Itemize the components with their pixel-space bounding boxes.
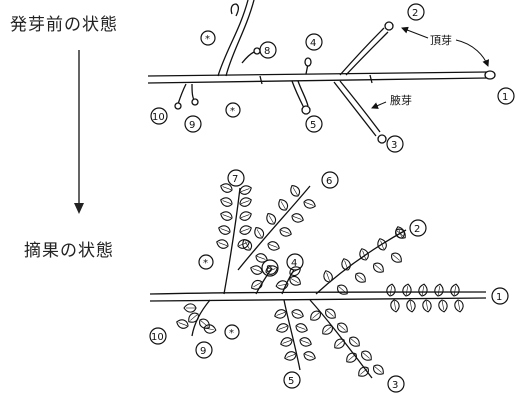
before-star-1: * — [200, 30, 216, 46]
svg-text:頂芽: 頂芽 — [430, 33, 452, 47]
before-num-3: 3 — [386, 135, 404, 153]
svg-text:4: 4 — [291, 258, 297, 269]
after-branch-diagram — [149, 185, 487, 379]
after-leaves — [174, 181, 465, 380]
before-num-5: 5 — [305, 115, 323, 133]
after-num-7: 7 — [227, 169, 245, 187]
bud-2 — [384, 21, 394, 31]
svg-text:1: 1 — [496, 292, 502, 303]
before-branch-diagram — [147, 0, 488, 137]
before-num-9: 9 — [184, 115, 202, 133]
after-num-10: 10 — [149, 327, 167, 345]
svg-text:*: * — [229, 328, 234, 339]
before-num-2: 2 — [407, 3, 425, 21]
before-state-label: 発芽前の状態 — [10, 15, 118, 35]
after-num-6: 6 — [321, 171, 339, 189]
svg-text:3: 3 — [391, 140, 397, 151]
before-number-labels: 1 2 3 4 5 8 9 10 * * — [150, 3, 515, 153]
state-transition-arrow — [74, 50, 84, 214]
svg-text:9: 9 — [200, 346, 206, 357]
after-state-label: 摘果の状態 — [24, 241, 114, 261]
after-num-1: 1 — [491, 287, 509, 305]
svg-text:10: 10 — [152, 112, 165, 123]
svg-text:*: * — [203, 258, 208, 269]
bud-9 — [191, 98, 199, 106]
svg-text:5: 5 — [310, 120, 316, 131]
after-num-2: 2 — [409, 219, 427, 237]
bud-3 — [377, 134, 387, 144]
after-num-8: 8 — [261, 259, 279, 277]
before-num-4: 4 — [305, 33, 323, 51]
bud-4 — [304, 57, 312, 67]
terminal-bud-annotation: 頂芽 — [401, 26, 490, 67]
svg-text:6: 6 — [326, 176, 332, 187]
after-num-5: 5 — [283, 371, 301, 389]
before-num-1: 1 — [497, 87, 515, 105]
svg-text:*: * — [205, 34, 210, 45]
svg-text:1: 1 — [502, 92, 508, 103]
axillary-bud-annotation: 腋芽 — [371, 93, 412, 109]
bud-1-terminal — [484, 70, 496, 80]
svg-text:4: 4 — [310, 38, 316, 49]
after-star-2: * — [224, 324, 240, 340]
after-num-4: 4 — [286, 253, 304, 271]
svg-text:3: 3 — [392, 380, 398, 391]
after-num-3: 3 — [387, 375, 405, 393]
before-num-10: 10 — [150, 107, 168, 125]
svg-text:2: 2 — [414, 224, 420, 235]
svg-text:8: 8 — [266, 264, 272, 275]
svg-text:8: 8 — [264, 46, 270, 57]
before-star-2: * — [225, 102, 241, 118]
svg-text:5: 5 — [288, 376, 294, 387]
after-number-labels: 1 2 3 4 5 6 7 8 9 10 * * — [149, 169, 509, 393]
svg-text:10: 10 — [151, 332, 164, 343]
svg-text:2: 2 — [412, 8, 418, 19]
after-num-9: 9 — [195, 341, 213, 359]
svg-text:*: * — [230, 106, 235, 117]
before-num-8: 8 — [259, 41, 277, 59]
svg-text:7: 7 — [232, 174, 238, 185]
bud-5 — [301, 105, 311, 115]
svg-text:腋芽: 腋芽 — [390, 93, 412, 107]
bud-8 — [253, 47, 261, 55]
after-star-1: * — [198, 254, 214, 270]
bud-10 — [174, 102, 182, 110]
svg-text:9: 9 — [189, 120, 195, 131]
before-buds — [174, 21, 496, 144]
